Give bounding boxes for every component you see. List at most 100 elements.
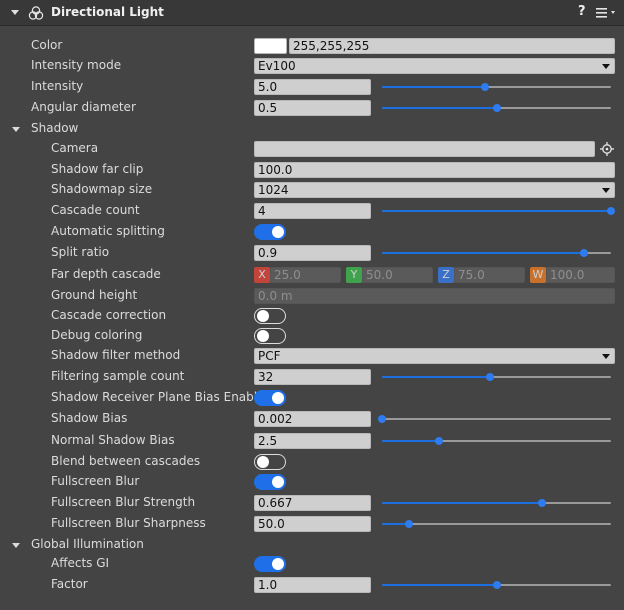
intensity-mode-dropdown[interactable]: Ev100 [254,58,615,74]
toggle-knob [272,226,284,238]
filtering-sample-count-slider-fill [382,376,490,378]
angular-diameter-slider-thumb[interactable] [492,104,501,112]
intensity-label: Intensity [31,79,84,93]
shadow-filter-method-value: PCF [258,349,281,363]
fullscreen-blur-sharpness-slider-thumb[interactable] [405,520,414,528]
filtering-sample-count-slider-thumb[interactable] [485,373,494,381]
row-shadow-far-clip: Shadow far clip 100.0 [0,160,624,180]
factor-slider[interactable] [382,581,611,589]
blend-cascades-label: Blend between cascades [51,454,201,468]
affects-gi-toggle[interactable] [254,556,286,572]
split-ratio-slider[interactable] [382,249,611,257]
fullscreen-blur-sharpness-input[interactable]: 50.0 [254,516,371,532]
intensity-mode-label: Intensity mode [31,58,122,72]
split-ratio-slider-fill [382,252,584,254]
blend-cascades-toggle[interactable] [254,454,286,470]
help-button[interactable]: ? [578,4,586,19]
shadow-filter-method-dropdown[interactable]: PCF [254,348,615,364]
color-value-field[interactable]: 255,255,255 [289,38,615,54]
automatic-splitting-toggle[interactable] [254,224,286,240]
cascade-count-input[interactable]: 4 [254,203,371,219]
factor-label: Factor [51,577,88,591]
intensity-input[interactable]: 5.0 [254,79,371,95]
camera-field[interactable] [254,141,595,157]
debug-coloring-label: Debug coloring [51,328,143,342]
normal-shadow-bias-slider-fill [382,440,440,442]
toggle-knob [272,476,284,488]
z-axis-tag: Z [438,267,454,283]
split-ratio-input[interactable]: 0.9 [254,245,371,261]
shadow-far-clip-input[interactable]: 100.0 [254,162,615,178]
row-angular-diameter: Angular diameter 0.5 [0,98,624,118]
far-depth-y-input[interactable]: 50.0 [362,267,433,283]
far-depth-z-input[interactable]: 75.0 [454,267,525,283]
row-affects-gi: Affects GI [0,554,624,574]
row-intensity-mode: Intensity mode Ev100 [0,56,624,76]
normal-shadow-bias-input[interactable]: 2.5 [254,433,371,449]
menu-caret-icon[interactable] [611,11,615,14]
intensity-slider[interactable] [382,83,611,91]
component-header: Directional Light ? [0,0,624,26]
shadow-bias-slider-thumb[interactable] [378,415,386,423]
normal-shadow-bias-slider-thumb[interactable] [435,437,444,445]
intensity-slider-fill [382,86,486,88]
section-collapse-arrow-icon[interactable] [12,127,20,132]
cascade-count-slider-thumb[interactable] [607,207,615,215]
receiver-plane-bias-toggle[interactable] [254,390,286,406]
color-swatch[interactable] [254,38,287,54]
row-far-depth-cascade: Far depth cascade X 25.0 Y 50.0 Z 75.0 W… [0,265,624,285]
row-shadow-bias: Shadow Bias 0.002 [0,409,624,429]
row-split-ratio: Split ratio 0.9 [0,243,624,263]
fullscreen-blur-strength-slider-fill [382,502,543,504]
split-ratio-slider-thumb[interactable] [579,249,588,257]
normal-shadow-bias-slider[interactable] [382,437,611,445]
angular-diameter-slider[interactable] [382,104,611,112]
cascade-correction-toggle[interactable] [254,308,286,324]
shadow-bias-input[interactable]: 0.002 [254,411,371,427]
row-fullscreen-blur: Fullscreen Blur [0,472,624,492]
row-color: Color 255,255,255 [0,36,624,56]
shadow-section-label: Shadow [31,121,79,135]
factor-input[interactable]: 1.0 [254,577,371,593]
section-collapse-arrow-icon[interactable] [12,543,20,548]
fullscreen-blur-toggle[interactable] [254,474,286,490]
chevron-down-icon [602,188,610,193]
cascade-count-slider-fill [382,210,611,212]
filtering-sample-count-slider[interactable] [382,373,611,381]
fullscreen-blur-strength-input[interactable]: 0.667 [254,495,371,511]
chevron-down-icon [602,354,610,359]
normal-shadow-bias-label: Normal Shadow Bias [51,433,175,447]
intensity-slider-thumb[interactable] [481,83,490,91]
fullscreen-blur-strength-slider-thumb[interactable] [538,499,547,507]
far-depth-x-input[interactable]: 25.0 [270,267,341,283]
cascade-count-slider[interactable] [382,207,615,215]
toggle-knob [257,329,269,342]
section-global-illumination[interactable]: Global Illumination [0,535,624,555]
angular-diameter-input[interactable]: 0.5 [254,100,371,116]
hamburger-menu-icon[interactable] [596,6,610,20]
shadowmap-size-label: Shadowmap size [51,182,153,196]
w-axis-tag: W [530,267,546,283]
filtering-sample-count-label: Filtering sample count [51,369,185,383]
x-axis-tag: X [254,267,270,283]
fullscreen-blur-sharpness-slider-fill [382,523,410,525]
fullscreen-blur-strength-slider[interactable] [382,499,611,507]
crosshair-target-icon[interactable] [600,142,614,156]
far-depth-w-input[interactable]: 100.0 [546,267,615,283]
row-ground-height: Ground height 0.0 m [0,286,624,306]
collapse-arrow-icon[interactable] [11,10,19,15]
row-debug-coloring: Debug coloring [0,326,624,346]
automatic-splitting-label: Automatic splitting [51,224,165,238]
shadow-bias-slider[interactable] [378,415,611,423]
debug-coloring-toggle[interactable] [254,328,286,344]
filtering-sample-count-input[interactable]: 32 [254,369,371,385]
row-cascade-correction: Cascade correction [0,306,624,326]
far-depth-cascade-label: Far depth cascade [51,267,161,281]
factor-slider-thumb[interactable] [492,581,501,589]
gi-section-label: Global Illumination [31,537,144,551]
shadowmap-size-dropdown[interactable]: 1024 [254,182,615,198]
toggle-knob [272,558,284,570]
fullscreen-blur-sharpness-slider[interactable] [382,520,611,528]
section-shadow[interactable]: Shadow [0,119,624,139]
ground-height-label: Ground height [51,288,138,302]
